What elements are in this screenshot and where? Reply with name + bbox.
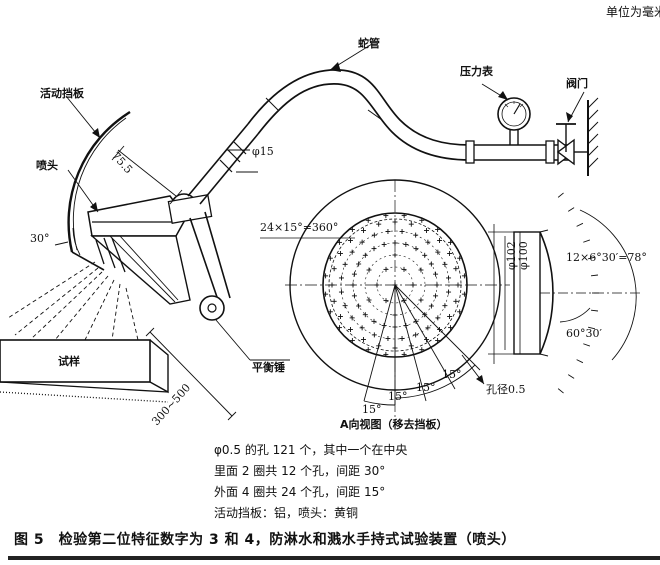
supply-pipe [187,123,259,205]
note-line-4: 活动挡板：铝，喷头：黄铜 [214,506,359,520]
dim-side-angle-text: 60°30′ [566,327,602,340]
counterweight-label: 平衡锤 [252,361,285,374]
note-line-3: 外面 4 圈共 24 个孔，间距 15° [214,485,386,499]
handle-arm [189,211,231,321]
valve [556,123,588,166]
sector-angle-a: 15° [442,368,462,381]
side-tick [576,222,584,227]
side-tick [588,326,596,330]
dim-side-angle-equation-text: 12×6°30′=78° [566,251,647,264]
pressure-gauge-label: 压力表 [460,65,493,78]
straight-pipe [465,130,572,164]
nozzle-assembly [87,193,213,305]
sector-angle-b: 15° [416,381,436,394]
sector-angle-d: 15° [362,403,382,416]
note-line-1: φ0.5 的孔 121 个，其中一个在中央 [214,443,408,457]
sector-angle-c: 15° [388,390,408,403]
spray-angle-marker [54,227,81,256]
dim-300-500 [145,327,237,421]
pressure-gauge [497,97,531,131]
nozzle-holes [323,213,467,357]
dim-phi15-text: φ15 [252,145,274,158]
movable-baffle-label: 活动挡板 [40,87,84,100]
dim-75-5 [111,145,183,205]
bottom-rule [8,556,660,560]
figure-caption: 图 5 检验第二位特征数字为 3 和 4，防淋水和溅水手持式试验装置（喷头） [14,532,516,548]
note-line-2: 里面 2 圈共 12 个孔，间距 30° [214,464,386,478]
side-tick [567,207,575,212]
movable-baffle [67,110,131,271]
specimen-block [0,339,169,403]
side-tick [590,274,599,277]
dim-phi15 [226,149,258,173]
unit-label: 单位为毫米 [605,5,660,19]
side-tick [583,239,591,243]
dim-inner-diameter-text: φ100 [517,241,530,270]
view-a-label: A向视图（移去挡板） [340,418,448,431]
side-angle-arcs [559,209,637,361]
snake-pipe [247,69,471,161]
side-profile-ticks [557,192,599,394]
side-tick [583,343,591,347]
side-tick [576,359,584,364]
side-tick [567,374,575,379]
side-profile [488,224,640,364]
side-tick [588,256,596,260]
side-tick [557,388,564,394]
arrowheads [90,62,573,384]
spray-cone [7,261,139,341]
hole-diameter-label: 孔径0.5 [486,383,526,396]
valve-label: 阀门 [566,77,588,90]
side-tick [557,192,564,198]
specimen-label: 试样 [58,355,80,368]
side-tick [590,309,599,312]
dim-spray-angle-text: 30° [30,232,50,245]
snake-pipe-label: 蛇管 [358,37,380,50]
sector-arcs [363,284,481,406]
dim-hole-angle-text: 24×15°=360° [260,221,339,234]
dim-outer-diameter-text: φ102 [505,241,518,270]
nozzle-label: 喷头 [36,159,58,172]
wall [587,97,599,176]
